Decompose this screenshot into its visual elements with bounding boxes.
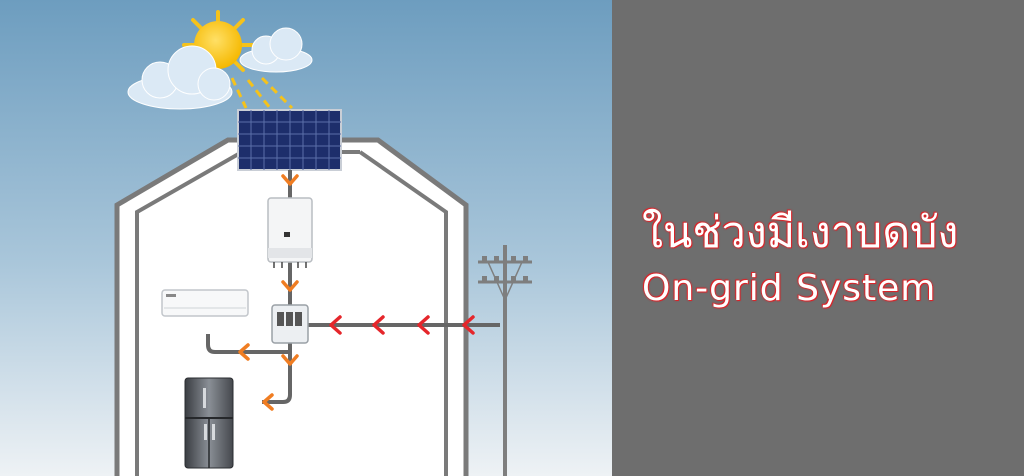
air-conditioner-icon [161,289,249,317]
utility-pole-icon [478,245,532,476]
on-grid-diagram [0,0,612,476]
solar-panel-icon [237,109,342,171]
flow-arrow-down [281,174,299,186]
solar-flow-arrows [238,174,299,411]
flow-arrow-left [238,343,250,361]
caption-panel: ในช่วงมีเงาบดบัง On-grid System [612,0,1024,476]
grid-arrow-left [372,315,385,335]
flow-arrow-down [281,280,299,292]
grid-arrow-left [329,315,342,335]
caption-english: On-grid System [642,268,937,309]
refrigerator-icon [184,377,234,469]
cloud-icon [127,45,233,110]
breaker-box-icon [271,304,309,344]
grid-flow-arrows [329,315,475,335]
caption-thai: ในช่วงมีเงาบดบัง [642,208,959,258]
grid-arrow-left [462,315,475,335]
cloud-icon [239,27,313,73]
wiring [206,170,500,404]
flow-arrow-down [281,354,299,366]
inverter-icon [267,197,313,268]
grid-arrow-left [417,315,430,335]
flow-arrow-left [262,393,274,411]
